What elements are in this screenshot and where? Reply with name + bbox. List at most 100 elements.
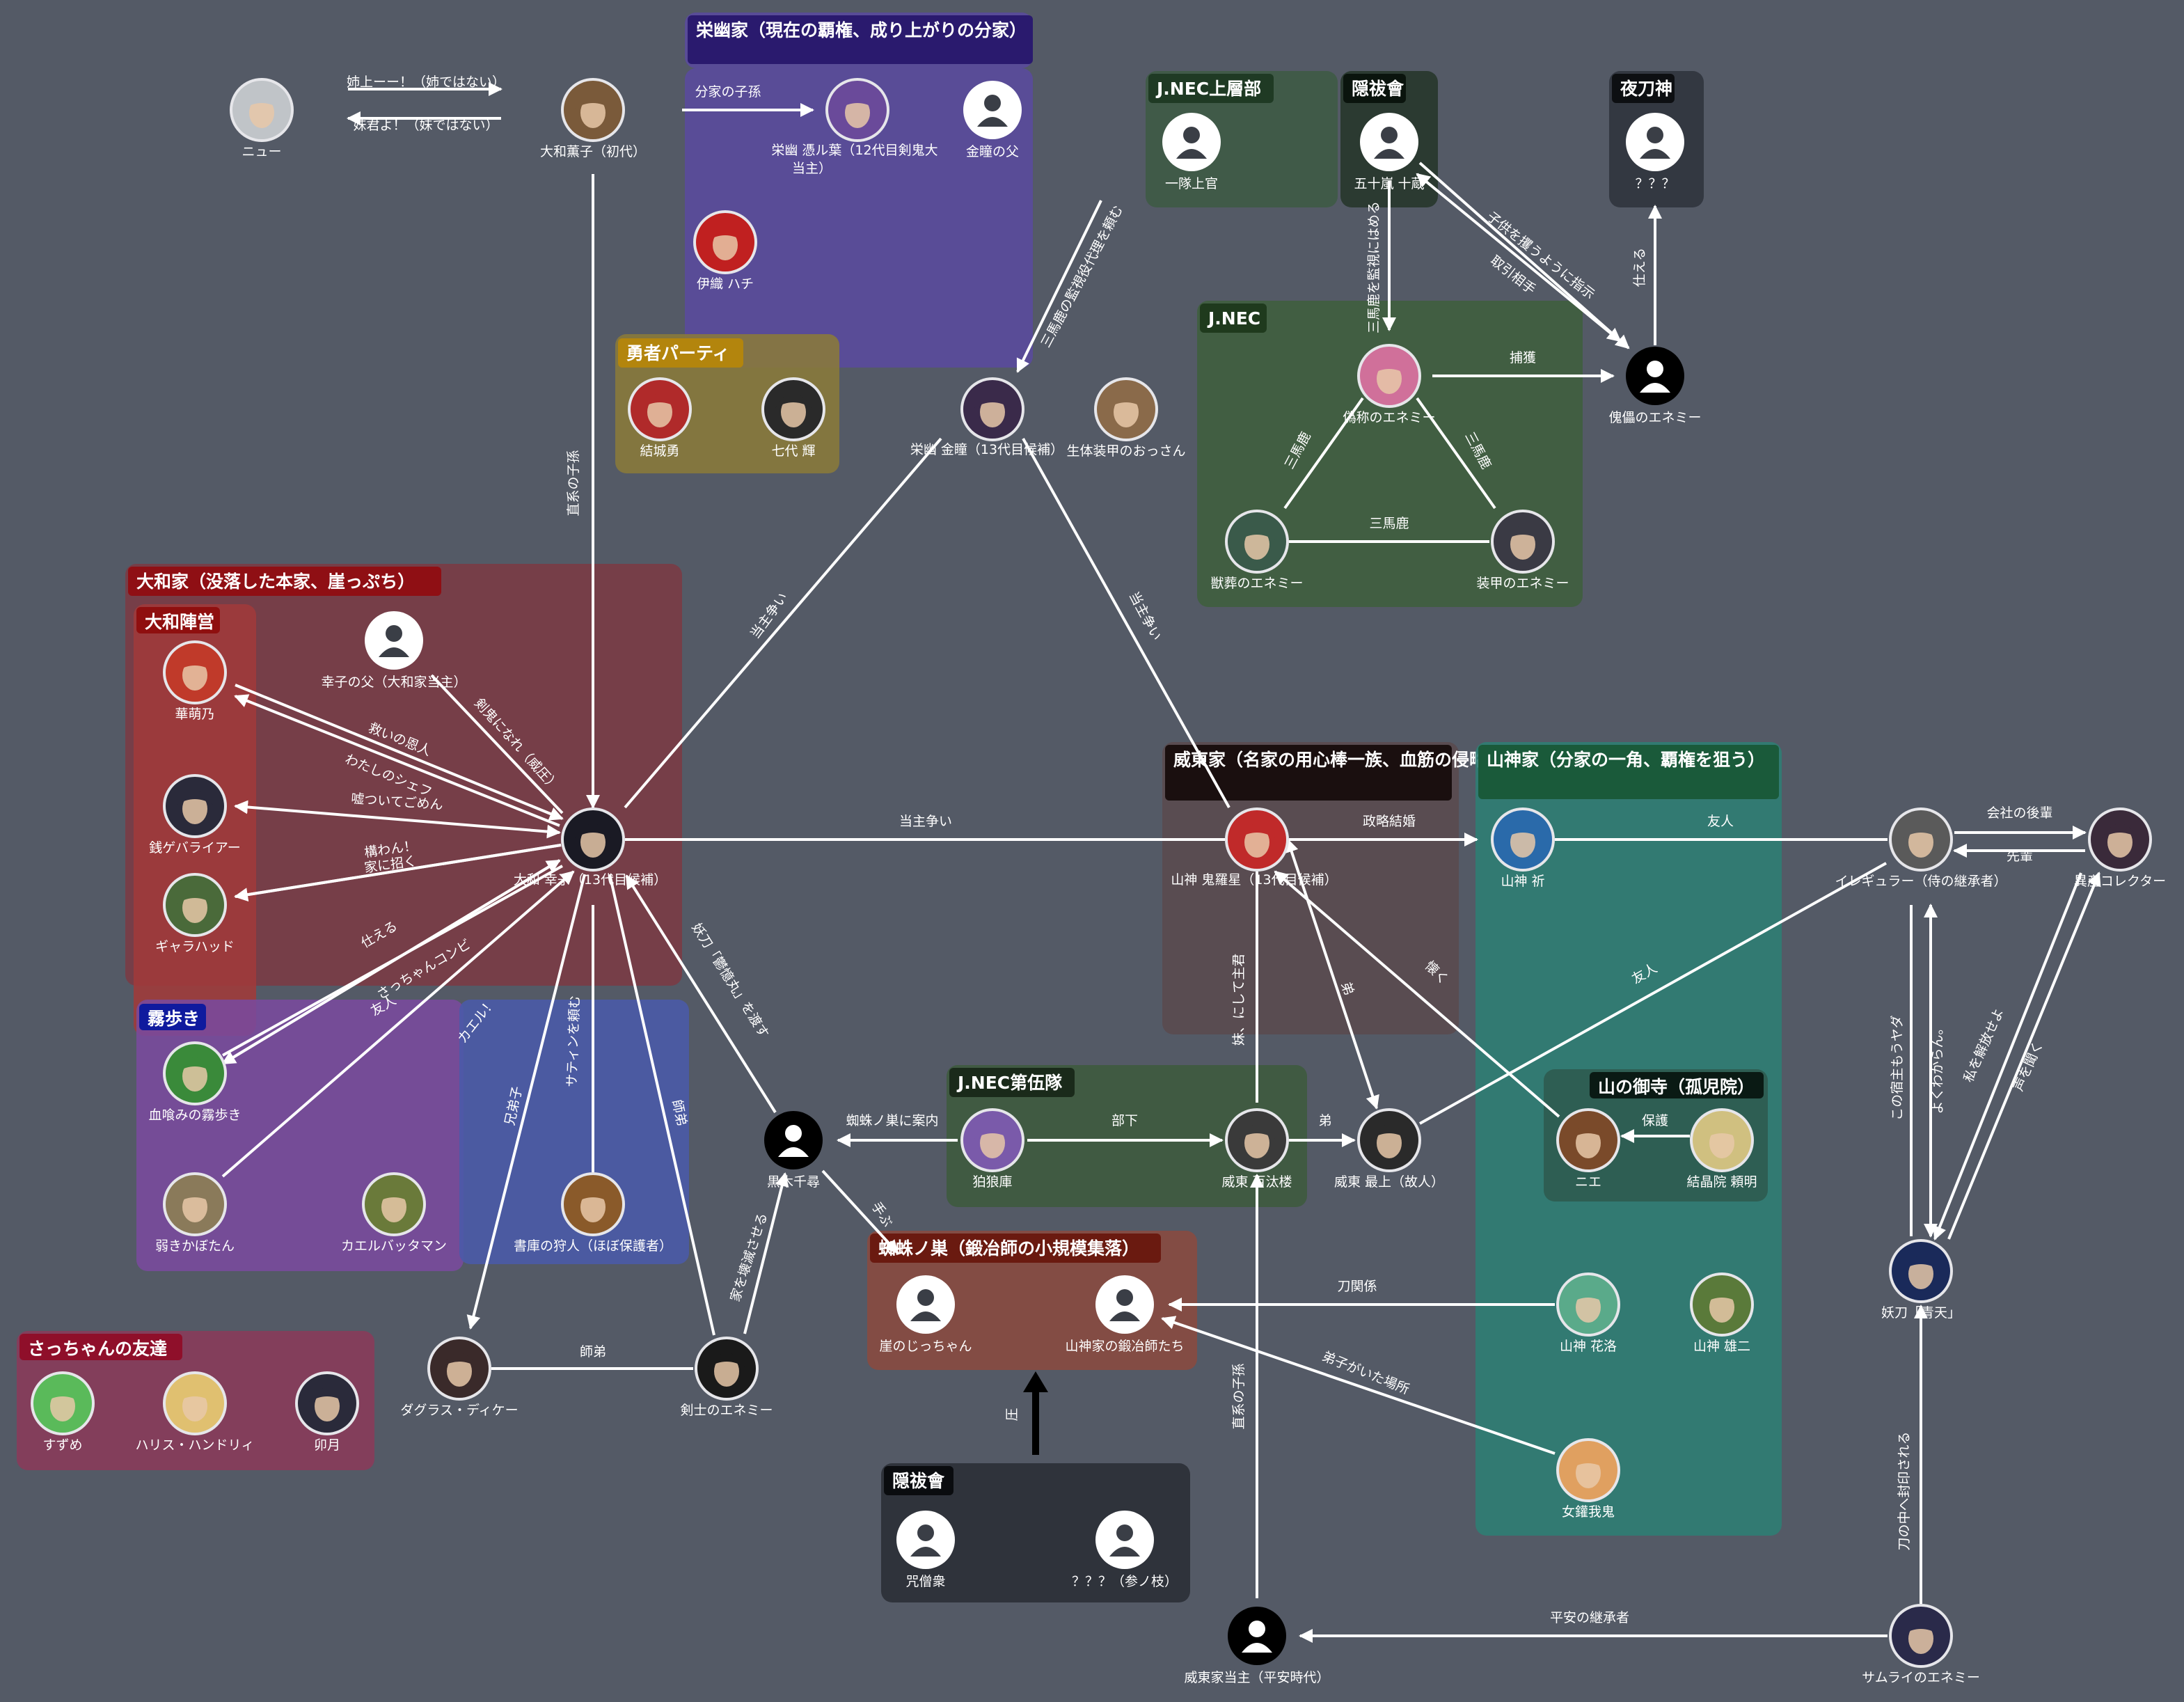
node-kaji[interactable]: 山神家の鍛冶師たち — [1065, 1275, 1185, 1354]
node-gisho[interactable]: 偽称のエネミー — [1343, 344, 1436, 425]
node-jusou[interactable]: 獣葬のエネミー — [1210, 510, 1304, 591]
node-ossan[interactable]: 生体装甲のおっさん — [1066, 377, 1186, 459]
hair-icon — [1505, 526, 1541, 540]
node-yuki_yuu[interactable]: 結城勇 — [628, 377, 692, 459]
node-label: 一隊上官 — [1165, 176, 1218, 191]
node-yowaki[interactable]: 弱きかぼたん — [155, 1172, 235, 1254]
node-iori[interactable]: 伊織 ハチ — [693, 210, 757, 292]
hair-icon — [2102, 824, 2138, 838]
group-kaeru — [459, 1000, 689, 1264]
group-header — [1478, 745, 1779, 799]
face-icon — [713, 230, 738, 260]
edge-label: 弟 — [1318, 1113, 1331, 1128]
face-icon — [980, 1128, 1005, 1158]
node-douglas[interactable]: ダグラス・ディケー — [400, 1337, 519, 1418]
node-label: 妖刀「青天」 — [1881, 1305, 1961, 1321]
node-soukou[interactable]: 装甲のエネミー — [1476, 510, 1569, 591]
node-sachiko[interactable]: 大和 幸子（13代目候補） — [514, 807, 667, 888]
node-yuuji[interactable]: 山神 雄二 — [1690, 1272, 1754, 1354]
node-gake_jiichan[interactable]: 崖のじっちゃん — [879, 1275, 972, 1354]
hair-icon — [575, 1188, 611, 1203]
node-hanahiro[interactable]: 山神 花洛 — [1556, 1272, 1620, 1354]
hair-icon — [974, 1124, 1011, 1139]
node-kinme_father[interactable]: 金瞳の父 — [963, 81, 1022, 159]
node-kaoruko[interactable]: 大和薫子（初代） — [540, 78, 646, 159]
node-sachiko_father[interactable]: 幸子の父（大和家当主） — [321, 611, 467, 690]
edge: 家を壊滅させる — [727, 1172, 789, 1334]
face-icon — [1377, 1128, 1402, 1158]
node-itou_heian[interactable]: 威東家当主（平安時代） — [1184, 1607, 1330, 1685]
node-nyu[interactable]: ニュー — [230, 78, 294, 159]
node-label: 七代 輝 — [771, 443, 815, 459]
person-body-icon — [910, 1547, 941, 1557]
node-suzume[interactable]: すずめ — [31, 1371, 95, 1453]
node-zenigeba[interactable]: 銭ゲバライアー — [149, 774, 241, 856]
node-kirara[interactable]: 山神 鬼羅星（13代目候補） — [1171, 807, 1338, 888]
person-head-icon — [917, 1289, 934, 1306]
group-jnec_top: J.NEC上層部 — [1146, 71, 1338, 207]
face-icon — [182, 892, 207, 923]
face-icon — [781, 397, 806, 427]
edge: 仕える — [1632, 205, 1662, 345]
node-gyarahad[interactable]: ギャラハッド — [155, 873, 235, 954]
node-label: 書庫の狩人（ほぼ保護者） — [514, 1238, 672, 1254]
node-eiyu_kinme[interactable]: 栄幽 金瞳（13代目候補） — [910, 377, 1063, 457]
node-nanashiro[interactable]: 七代 輝 — [761, 377, 825, 459]
node-igarashi[interactable]: 五十嵐 十蔵 — [1354, 113, 1425, 191]
edge: 先輩 — [1953, 844, 2085, 864]
person-body-icon — [910, 1311, 941, 1321]
group-header — [1200, 304, 1267, 333]
node-kairai[interactable]: 傀儡のエネミー — [1608, 347, 1702, 425]
node-label: サムライのエネミー — [1862, 1670, 1980, 1685]
node-kenshi[interactable]: 剣士のエネミー — [680, 1337, 773, 1418]
node-inori[interactable]: 山神 祈 — [1491, 807, 1555, 889]
edge-label: 刀の中へ封印される — [1897, 1431, 1912, 1550]
node-uzuki[interactable]: 卯月 — [295, 1371, 359, 1453]
hair-icon — [1903, 1255, 1939, 1270]
person-head-icon — [785, 1125, 802, 1142]
face-icon — [1244, 529, 1269, 560]
node-kaeru_man[interactable]: カエルバッタマン — [341, 1172, 447, 1254]
node-hyakudarou[interactable]: 威東 百汰楼 — [1221, 1108, 1292, 1190]
face-icon — [182, 1391, 207, 1421]
face-icon — [182, 660, 207, 691]
node-kamoeno[interactable]: 華萌乃 — [163, 640, 227, 722]
edge: 捕獲 — [1432, 350, 1615, 383]
group-title: 隠祓會 — [892, 1471, 945, 1491]
person-head-icon — [984, 95, 1001, 111]
hair-icon — [575, 94, 611, 109]
node-yoto_seiten[interactable]: 妖刀「青天」 — [1881, 1239, 1961, 1321]
node-kuroki[interactable]: 黒木千尋 — [764, 1111, 823, 1190]
face-icon — [1709, 1128, 1734, 1158]
group-header — [949, 1068, 1075, 1097]
edge-line — [1161, 1316, 1556, 1455]
node-kessen[interactable]: 血喰みの霧歩き — [148, 1041, 242, 1123]
edge-line — [1285, 838, 1379, 1110]
node-irregular[interactable]: イレギュラー（侍の継承者） — [1835, 807, 2007, 889]
edge-label: 平安の継承者 — [1550, 1610, 1629, 1625]
edge: 三馬鹿を監視にはめる — [1366, 181, 1396, 333]
node-yuki_raimei[interactable]: 結晶院 頼明 — [1686, 1108, 1757, 1190]
node-shoko[interactable]: 書庫の狩人（ほぼ保護者） — [514, 1172, 672, 1254]
edge-label: 師弟 — [580, 1344, 606, 1360]
node-harris[interactable]: ハリス・ハンドリィ — [135, 1371, 255, 1453]
edge: 蜘蛛ノ巣に案内 — [837, 1113, 958, 1147]
group-header — [1343, 74, 1406, 103]
node-garaoni[interactable]: 女鑵我鬼 — [1556, 1438, 1620, 1520]
node-collector[interactable]: 異産コレクター — [2074, 807, 2166, 889]
node-ichijo[interactable]: 一隊上官 — [1162, 113, 1221, 191]
node-kakuroudo[interactable]: 狛狼庫 — [960, 1108, 1024, 1190]
node-nie[interactable]: ニエ — [1556, 1108, 1620, 1190]
hair-icon — [441, 1353, 477, 1367]
node-saijou[interactable]: 威東 最上（故人） — [1334, 1108, 1444, 1190]
person-head-icon — [1183, 127, 1200, 143]
node-yatogami_unknown[interactable]: ？？？ — [1626, 113, 1684, 191]
node-samurai[interactable]: サムライのエネミー — [1862, 1604, 1980, 1685]
edge-label: 直系の子孫 — [1231, 1363, 1247, 1429]
face-icon — [1908, 827, 1933, 858]
edges-layer: 姉上ーー！（姉ではない）妹君よ！（妹ではない）分家の子孫直系の子孫三馬鹿の監視役… — [221, 74, 2101, 1643]
node-label: ギャラハッド — [155, 939, 235, 954]
node-sannoe[interactable]: ？？？（参ノ枝） — [1072, 1511, 1178, 1589]
node-jusou_shu[interactable]: 咒僧衆 — [896, 1511, 955, 1589]
